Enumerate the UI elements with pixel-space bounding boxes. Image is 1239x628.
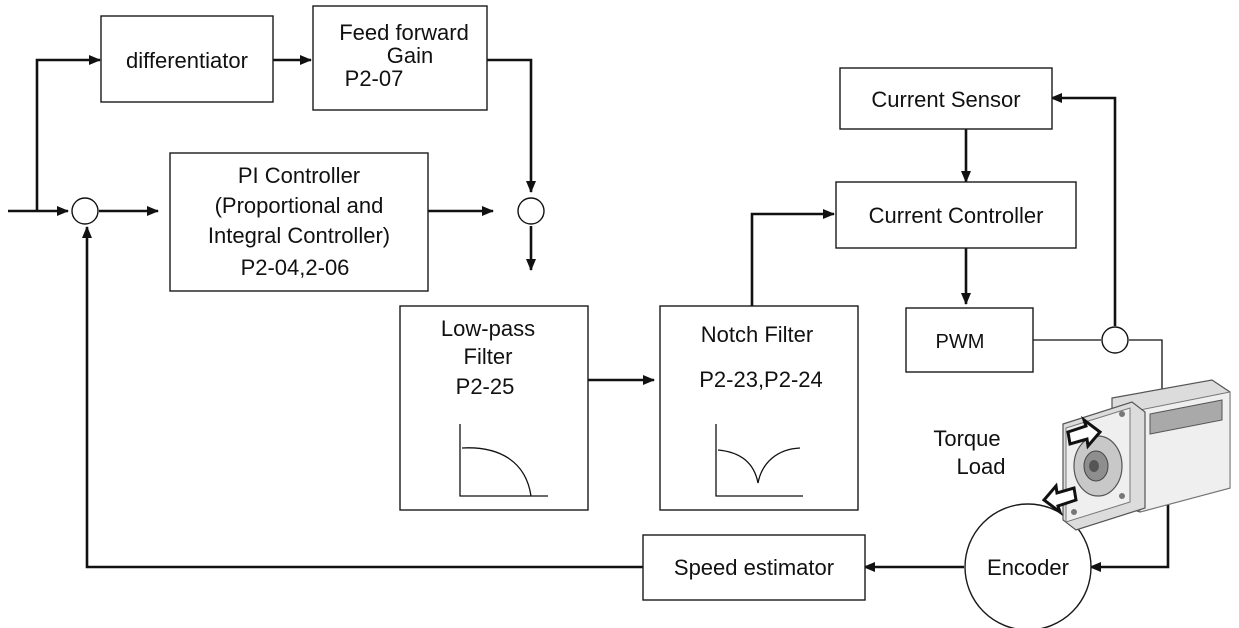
notch-filter-block: Notch Filter P2-23,P2-24 <box>659 305 859 511</box>
gain-to-sum-line <box>487 58 536 193</box>
low-pass-param: P2-25 <box>456 374 515 399</box>
notch-response-icon <box>715 424 803 497</box>
feed-forward-param: P2-07 <box>345 66 404 91</box>
pi-controller-line-2: (Proportional and <box>215 193 384 218</box>
load-label: Load <box>957 454 1006 479</box>
feedback-line <box>82 226 643 569</box>
junction-to-motor-line <box>1129 339 1163 408</box>
feed-forward-gain-block: Feed forward Gain P2-07 <box>312 5 488 111</box>
encoder-block: Encoder <box>964 503 1092 628</box>
low-pass-response-icon <box>459 424 548 497</box>
notch-filter-param: P2-23,P2-24 <box>699 367 823 392</box>
differentiator-label: differentiator <box>126 48 248 73</box>
current-sensor-label: Current Sensor <box>871 87 1020 112</box>
speed-estimator-label: Speed estimator <box>674 555 834 580</box>
servo-motor-icon <box>1041 379 1231 531</box>
signal-wires <box>8 55 1170 572</box>
rotation-arrows-icon <box>1041 415 1103 517</box>
pi-controller-param: P2-04,2-06 <box>241 255 350 280</box>
summing-junction-1 <box>71 197 99 225</box>
current-controller-label: Current Controller <box>869 203 1044 228</box>
low-pass-filter-block: Low-pass Filter P2-25 <box>399 305 589 511</box>
speed-estimator-block: Speed estimator <box>642 534 866 601</box>
pi-controller-block: PI Controller (Proportional and Integral… <box>169 152 429 292</box>
current-controller-block: Current Controller <box>835 181 1077 249</box>
encoder-label: Encoder <box>987 555 1069 580</box>
current-sensor-block: Current Sensor <box>839 67 1053 130</box>
notch-to-current-controller-line <box>750 209 835 308</box>
low-pass-line-2: Filter <box>464 344 513 369</box>
feed-forward-line-2: Gain <box>387 43 433 68</box>
pi-controller-line-3: Integral Controller) <box>208 223 390 248</box>
current-sensing-junction <box>1101 326 1129 354</box>
feedforward-branch-line <box>35 55 101 211</box>
junction-to-sensor-line <box>1050 93 1117 326</box>
feed-forward-line-1: Feed forward <box>339 20 469 45</box>
notch-filter-title: Notch Filter <box>701 322 813 347</box>
pwm-label: PWM <box>936 331 985 353</box>
low-pass-line-1: Low-pass <box>441 316 535 341</box>
summing-junction-2 <box>517 197 545 225</box>
pi-controller-line-1: PI Controller <box>238 163 360 188</box>
motor-to-encoder-line <box>1089 488 1170 572</box>
pwm-block: PWM <box>905 307 1034 373</box>
differentiator-block: differentiator <box>100 15 274 103</box>
torque-label: Torque <box>933 426 1000 451</box>
